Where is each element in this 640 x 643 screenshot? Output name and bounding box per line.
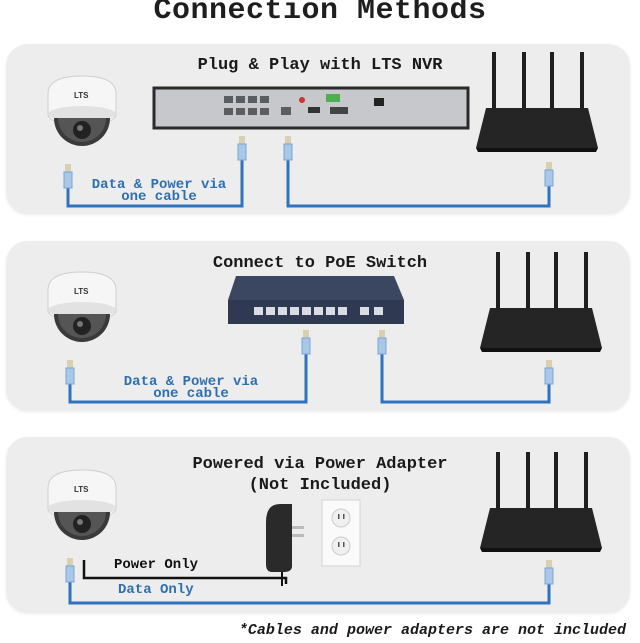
cable-label-line2: one cable [153, 386, 229, 402]
panel-subtitle-adapter: (Not Included) [248, 476, 392, 495]
poe-switch-icon [228, 276, 404, 324]
data-cable [68, 574, 551, 605]
router-icon [480, 452, 602, 552]
router-icon [476, 52, 598, 152]
cable-camera-to-switch [68, 346, 551, 404]
cable-label-line1: Data & Power via [91, 177, 227, 193]
cable-label-poe: Data & Power via one cable [116, 374, 266, 402]
cable-label-line2: one cable [121, 189, 197, 205]
wall-outlet-icon [321, 499, 361, 567]
router-icon [480, 252, 602, 352]
panel-title-poe: Connect to PoE Switch [212, 254, 428, 273]
camera-icon [47, 271, 117, 343]
panel-title-adapter: Powered via Power Adapter [192, 455, 448, 474]
cable-camera-to-nvr [66, 152, 551, 208]
camera-icon [47, 469, 117, 541]
page-title: Connection Methods [153, 0, 487, 28]
camera-icon [47, 75, 117, 147]
cable-label-line1: Data & Power via [123, 374, 259, 390]
power-only-label: Power Only [114, 557, 199, 573]
power-cable [82, 560, 288, 584]
power-adapter-icon [266, 504, 304, 586]
cable-label-nvr: Data & Power via one cable [84, 177, 234, 205]
panel-title-nvr: Plug & Play with LTS NVR [197, 56, 443, 75]
data-only-label: Data Only [118, 582, 194, 598]
footnote: *Cables and power adapters are not inclu… [238, 622, 626, 639]
nvr-icon [152, 86, 470, 130]
